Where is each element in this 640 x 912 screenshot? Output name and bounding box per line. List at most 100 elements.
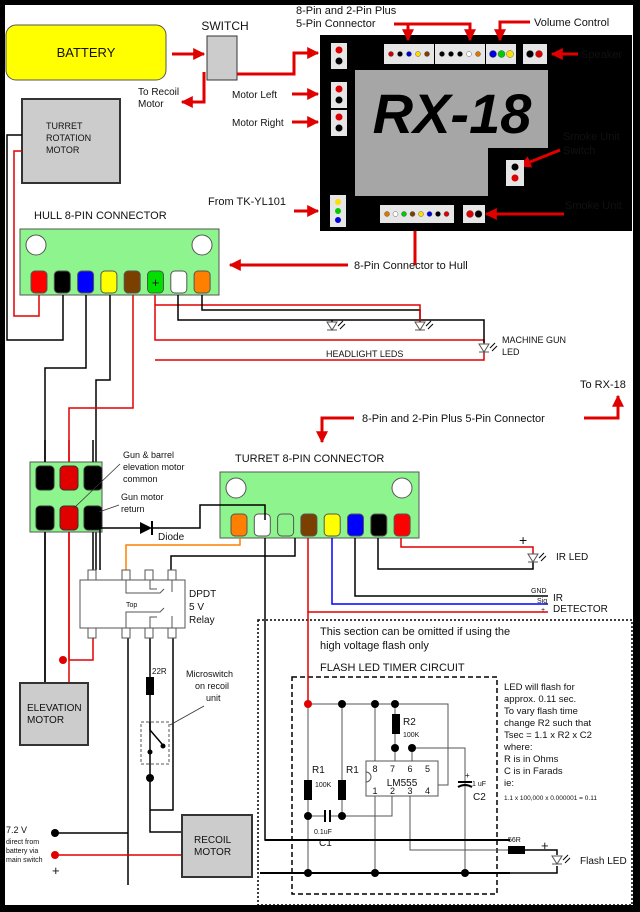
rx18-connector — [331, 110, 347, 136]
connector-dot — [335, 208, 341, 214]
note-line: where: — [503, 742, 533, 753]
relay-top-label: Top — [126, 602, 137, 609]
ic-pin-number: 6 — [407, 764, 412, 774]
hull-connector-label: HULL 8-PIN CONNECTOR — [34, 210, 167, 222]
resistor-r1 — [304, 780, 312, 800]
terminal-positive — [51, 851, 59, 859]
ic-pin-number: 7 — [390, 764, 395, 774]
flash-timer-box — [291, 676, 498, 895]
turret-rotation-label: TURRET — [46, 121, 83, 131]
connector-dot — [384, 211, 390, 217]
turret-rotation-label-2: ROTATION — [46, 133, 91, 143]
light-ray — [337, 320, 344, 327]
light-ray — [489, 342, 496, 349]
elevation-motor-label-2: MOTOR — [27, 715, 64, 726]
connector-dot — [335, 57, 343, 65]
omit-note: This section can be omitted if using the — [320, 626, 510, 638]
switch-box — [206, 35, 238, 81]
ic-notch — [365, 771, 372, 783]
light-ray — [339, 323, 346, 330]
volume-arrow — [494, 20, 530, 42]
c1-value: 0.1uF — [314, 829, 332, 836]
hull-pin — [147, 270, 164, 294]
c2-plus: + — [465, 771, 470, 780]
v72-label: 7.2 V — [6, 825, 27, 835]
connector-dot — [409, 211, 416, 217]
note-line: R is in Ohms — [504, 754, 559, 765]
smoke-unit-label: Smoke Unit — [565, 200, 622, 212]
gun-common-label-3: common — [123, 474, 158, 484]
smoke-switch-label: Smoke Unit — [563, 131, 620, 143]
resistor-r1b — [338, 780, 346, 800]
note-line: approx. 0.11 sec. — [504, 694, 576, 705]
battery-label: BATTERY — [57, 45, 116, 60]
junction-dots — [304, 700, 469, 877]
connector-dot — [335, 199, 341, 205]
r56-label: 56R — [508, 837, 521, 844]
connector-dot — [335, 113, 343, 121]
relay-label-2: 5 V — [189, 602, 204, 613]
relay-label: DPDT — [189, 589, 216, 600]
switch-label: SWITCH — [201, 19, 248, 33]
ic-pin-number: 5 — [425, 764, 430, 774]
led-anode-wire — [525, 849, 558, 855]
connector-dot — [335, 85, 343, 93]
r1b-label: R1 — [346, 765, 359, 776]
microswitch-lever — [149, 722, 163, 745]
note-line: Tsec = 1.1 x R2 x C2 — [504, 730, 592, 741]
lm555-ic — [365, 760, 439, 797]
motor-left-label: Motor Left — [232, 90, 277, 101]
dpdt-relay — [79, 579, 186, 629]
omit-note-2: high voltage flash only — [320, 640, 429, 652]
connector-mid-label: 8-Pin and 2-Pin Plus 5-Pin Connector — [362, 413, 545, 425]
connector-dot — [526, 50, 534, 58]
connector-dot — [397, 51, 403, 57]
connector-dot — [424, 51, 430, 57]
rx18-title: RX-18 — [373, 82, 533, 145]
note-line: C is in Farads — [504, 766, 563, 777]
headlight-led-icon — [414, 321, 426, 331]
turret-mount-hole — [225, 477, 247, 499]
c1-label: C1 — [319, 838, 332, 849]
r1-label: R1 — [312, 765, 325, 776]
machine-gun-led-icon — [478, 343, 490, 353]
rx18-connector — [331, 82, 347, 108]
gnd-label: GND — [531, 588, 547, 595]
hull-pin — [170, 270, 188, 294]
microswitch-contact — [147, 749, 153, 755]
r1-value: 100K — [315, 782, 332, 789]
rx18-connector — [506, 160, 524, 186]
ir-led-icon — [527, 553, 539, 563]
ic-label: LM555 — [387, 778, 418, 789]
c2-label: C2 — [473, 792, 486, 803]
rx18-connectors — [330, 43, 547, 227]
mg-led-label-2: LED — [502, 347, 520, 357]
plus-sign: + — [52, 863, 60, 878]
resistor-r2 — [392, 714, 400, 734]
elevation-motor-label: ELEVATION — [27, 703, 82, 714]
light-ray — [538, 552, 545, 559]
led-symbols — [326, 320, 571, 865]
note-calculation: 1.1 x 100,000 x 0.000001 = 0.11 — [504, 795, 597, 802]
led-cathode-wire — [510, 866, 558, 874]
connector-dot — [497, 50, 506, 58]
motor-right-label: Motor Right — [232, 118, 284, 129]
r22-label: 22R — [152, 667, 167, 676]
light-ray — [564, 857, 571, 864]
rx18-panel — [355, 70, 548, 196]
gun-connector-pin — [83, 465, 103, 491]
to-recoil-arrow — [180, 72, 206, 108]
hull-mount-hole — [191, 234, 213, 256]
connector-dot — [474, 210, 483, 218]
flash-led-icon — [551, 855, 563, 865]
connector-dot — [335, 96, 343, 104]
ir-detector-label-2: DETECTOR — [553, 604, 608, 615]
connector-dot — [335, 124, 343, 132]
note-line: To vary flash time — [504, 706, 578, 717]
v72-label-3: battery via — [6, 848, 38, 855]
switch-to-rx18-arrow — [237, 47, 320, 76]
smoke-switch-label-2: Switch — [563, 145, 595, 157]
